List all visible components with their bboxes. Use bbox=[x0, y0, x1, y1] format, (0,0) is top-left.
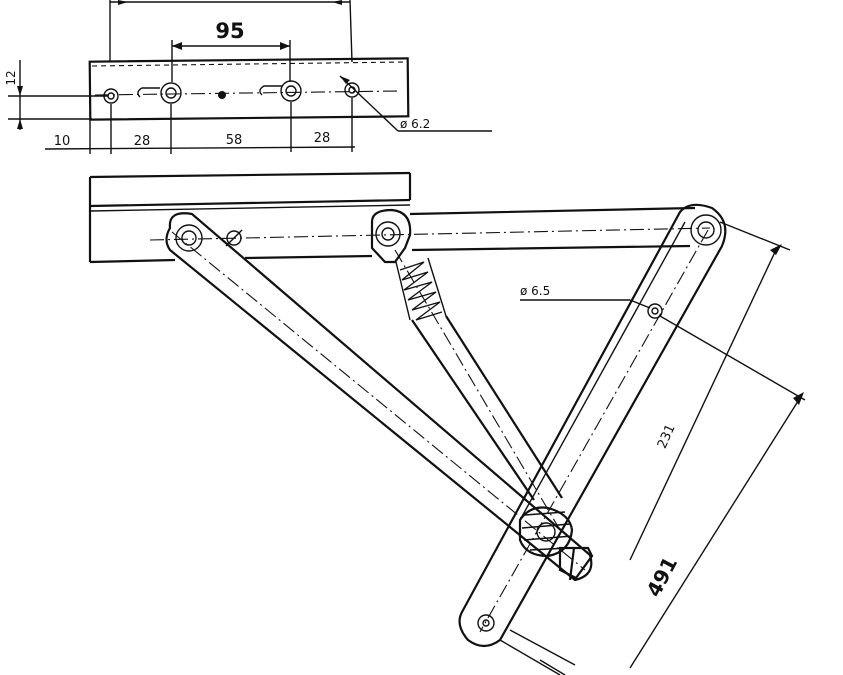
mechanism-side-view: ø 6.5 231 491 bbox=[88, 171, 806, 675]
dim-gap-28-left: 28 bbox=[134, 134, 151, 149]
dim-offset-10: 10 bbox=[54, 134, 71, 149]
dim-gap-28-right: 28 bbox=[314, 131, 331, 146]
callout-hole-6-2: ø 6.2 bbox=[400, 117, 430, 131]
dim-gap-58: 58 bbox=[226, 133, 243, 148]
callout-hole-6-5: ø 6.5 bbox=[520, 284, 550, 298]
dim-arm-231: 231 bbox=[655, 422, 679, 451]
plate-plan-view: 12 10 28 58 28 ø 6.2 95 bbox=[4, 0, 492, 154]
dim-height-12: 12 bbox=[4, 70, 18, 85]
dim-span-95: 95 bbox=[215, 19, 244, 43]
